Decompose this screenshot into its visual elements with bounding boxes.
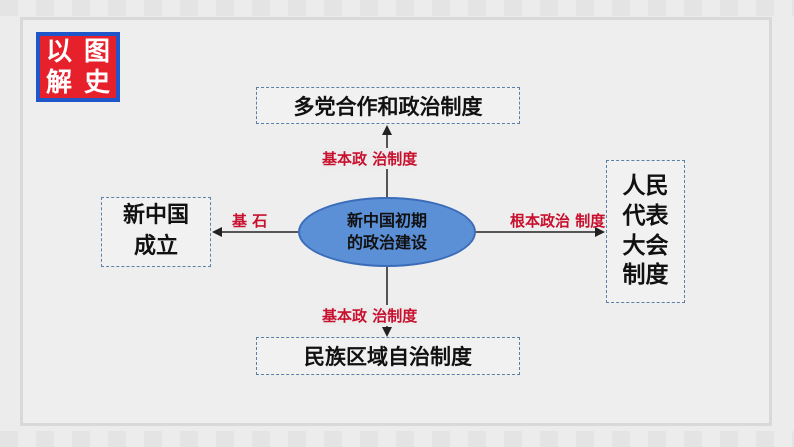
left-box: 新中国 成立 bbox=[101, 197, 211, 267]
bottom-box: 民族区域自治制度 bbox=[256, 337, 520, 375]
decorative-border-top bbox=[0, 0, 794, 16]
section-badge: 以 图 解 史 bbox=[36, 32, 120, 102]
badge-char: 史 bbox=[83, 67, 110, 98]
badge-char: 图 bbox=[83, 36, 110, 67]
label-right: 根本政治 制度 bbox=[510, 212, 606, 230]
badge-char: 以 bbox=[45, 36, 72, 67]
decorative-border-bottom bbox=[0, 431, 794, 447]
badge-char: 解 bbox=[45, 67, 72, 98]
center-oval: 新中国初期 的政治建设 bbox=[298, 197, 476, 267]
right-box: 人民 代表 大会 制度 bbox=[606, 160, 685, 303]
top-box: 多党合作和政治制度 bbox=[256, 87, 520, 124]
label-left: 基 石 bbox=[232, 210, 268, 231]
label-top: 基本政 治制度 bbox=[322, 148, 418, 169]
label-bottom: 基本政 治制度 bbox=[322, 305, 418, 326]
